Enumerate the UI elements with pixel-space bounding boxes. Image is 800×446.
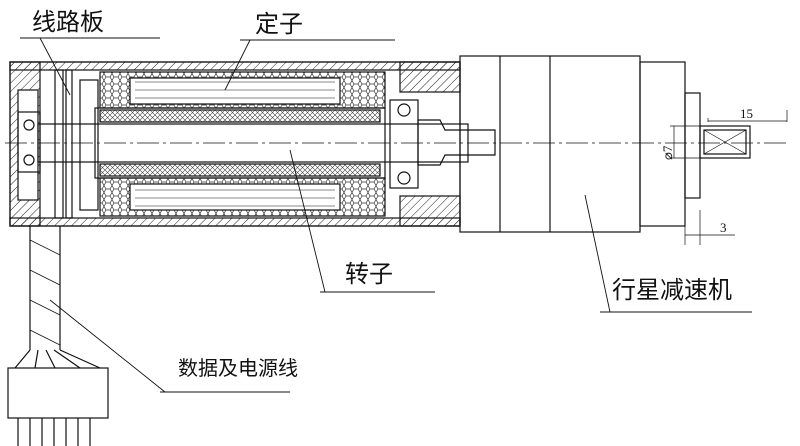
bearing-left [17,111,41,173]
dim-shaft-length: 15 [740,106,753,121]
dim-shoulder: 3 [720,220,727,235]
data-power-cable [7,226,109,446]
leader-lines [20,37,752,393]
stator [99,71,386,217]
bearing-right [389,99,419,189]
label-rotor: 转子 [345,260,393,288]
dim-shaft-diameter: ⌀7 [660,145,675,160]
dimension-lines [670,110,788,245]
label-circuit-board: 线路板 [32,8,104,36]
label-data-power-cable: 数据及电源线 [178,356,298,380]
motor-output-shaft [417,119,496,166]
label-stator: 定子 [255,10,303,38]
label-planetary-gearbox: 行星减速机 [612,276,732,304]
circuit-board [54,69,99,219]
connector [7,367,109,419]
planetary-gearbox [459,55,751,233]
rotor [37,107,469,179]
